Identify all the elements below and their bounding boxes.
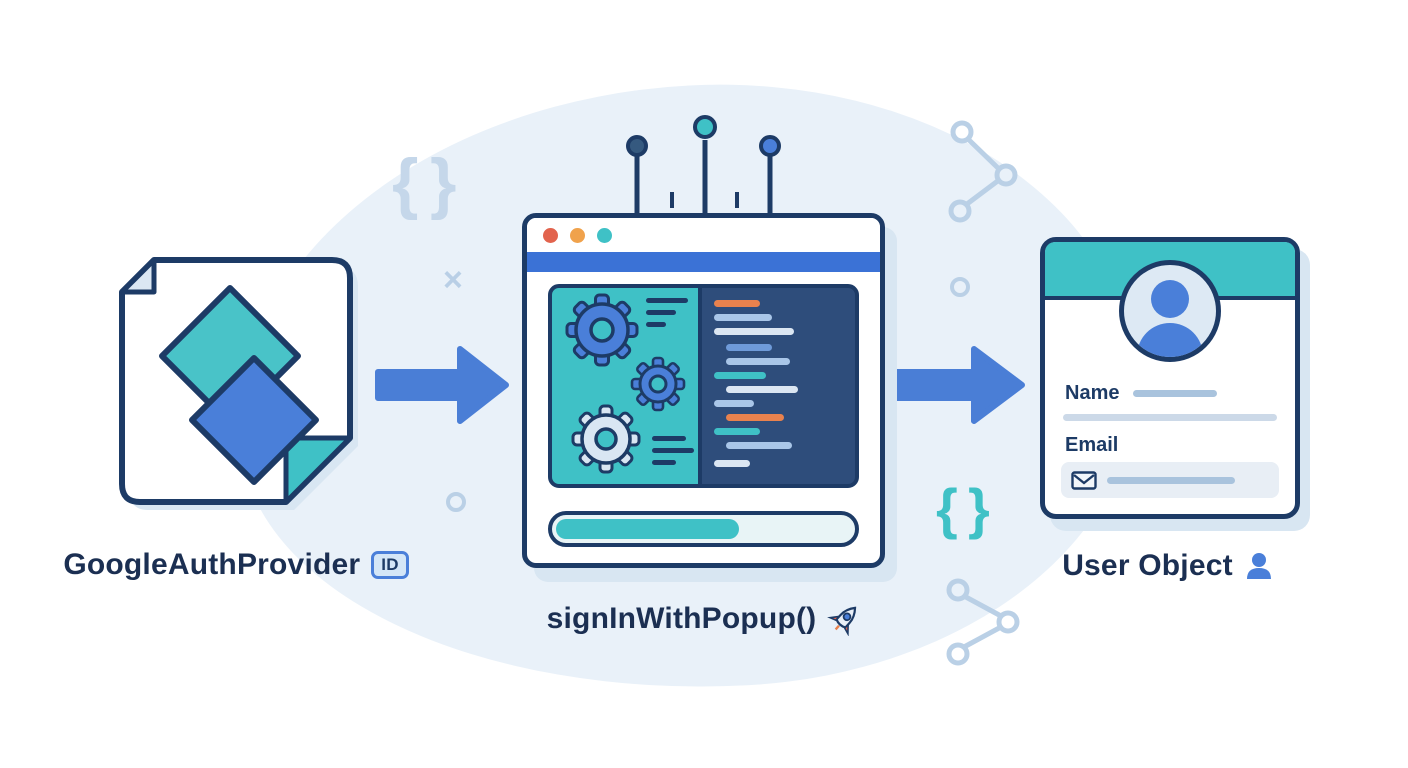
email-value-placeholder	[1107, 476, 1235, 484]
circle-dot-icon	[446, 492, 466, 512]
curly-braces-teal-icon: { }	[936, 477, 990, 540]
svg-text:}: }	[968, 477, 990, 540]
circuit-connector-icon	[626, 115, 781, 215]
name-row: Name	[1065, 382, 1275, 405]
circle-dot-icon	[950, 277, 970, 297]
window-dot-red-icon	[543, 227, 558, 243]
split-panel	[548, 284, 859, 488]
provider-diamond-logo-icon	[159, 285, 319, 485]
window-dot-teal-icon	[597, 227, 612, 243]
teal-panel-dashes	[646, 298, 694, 465]
envelope-icon	[1071, 470, 1097, 490]
svg-text:{: {	[392, 145, 418, 221]
email-label: Email	[1065, 434, 1119, 456]
svg-text:}: }	[430, 145, 456, 221]
user-card: Name Email	[1040, 237, 1300, 519]
progress-fill	[556, 519, 739, 539]
share-nodes-icon	[946, 578, 1020, 666]
user-icon	[1246, 553, 1271, 579]
window-dot-orange-icon	[570, 227, 585, 243]
user-label-text: User Object	[1062, 549, 1233, 582]
id-badge-text: ID	[381, 554, 399, 574]
provider-label-text: GoogleAuthProvider	[63, 548, 361, 581]
id-badge-icon: ID	[371, 550, 409, 580]
page-fold-top-icon	[119, 257, 157, 295]
window-address-band	[527, 252, 880, 272]
provider-label: GoogleAuthProvider ID	[36, 548, 436, 582]
popup-label-text: signInWithPopup()	[546, 602, 817, 635]
gear-icon	[565, 293, 639, 367]
name-label: Name	[1065, 382, 1120, 404]
gear-icon	[571, 404, 641, 474]
name-value-placeholder	[1133, 390, 1218, 397]
share-nodes-icon	[948, 120, 1018, 223]
curly-braces-icon: { }	[392, 145, 456, 221]
popup-window	[522, 213, 885, 568]
flow-arrow-right-2	[887, 346, 1025, 424]
email-field	[1061, 462, 1279, 498]
avatar-head-icon	[1151, 280, 1189, 318]
page-fold-bottom-icon	[283, 435, 353, 505]
window-body	[527, 272, 880, 547]
popup-label: signInWithPopup()	[500, 602, 910, 636]
flow-arrow-right-1	[375, 346, 509, 424]
svg-text:{: {	[936, 477, 958, 540]
user-label: User Object	[1000, 549, 1336, 583]
cross-icon: ×	[443, 261, 463, 299]
avatar	[1119, 260, 1221, 362]
rocket-icon	[827, 606, 857, 636]
divider-line	[1063, 414, 1277, 421]
progress-bar	[548, 511, 859, 547]
window-titlebar	[527, 218, 880, 252]
gear-icon	[630, 356, 686, 412]
avatar-shoulders-icon	[1137, 323, 1203, 357]
provider-document-icon	[119, 257, 358, 510]
code-lines	[714, 300, 798, 467]
